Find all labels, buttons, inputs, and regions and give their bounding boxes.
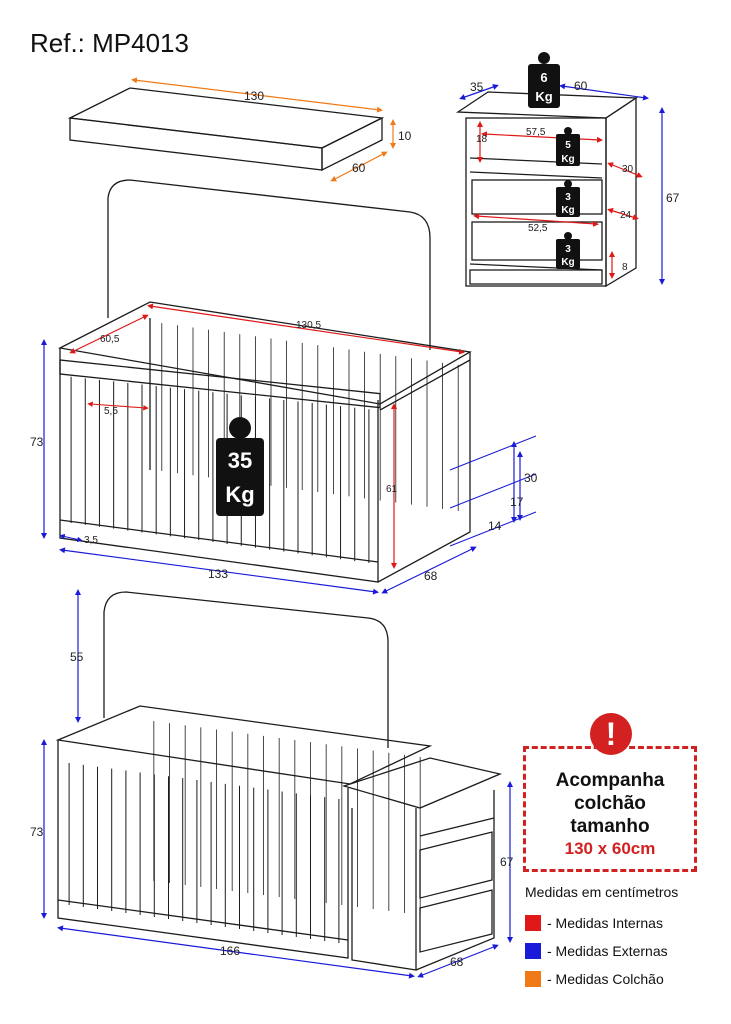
dresser-depth-label: 35 <box>470 80 484 94</box>
combo-height-label: 73 <box>30 825 44 839</box>
legend-label-mattress: - Medidas Colchão <box>547 971 664 987</box>
mattress-height-label: 10 <box>398 129 412 143</box>
crib-inner-height-label: 61 <box>386 484 398 495</box>
legend-swatch-external <box>525 943 541 959</box>
weight-tag-dresser-top: 6 Kg <box>528 52 560 108</box>
dresser-plinth-label: 8 <box>622 262 628 273</box>
crib-depth-label: 68 <box>424 569 438 583</box>
svg-text:3: 3 <box>565 244 571 255</box>
reference-code: Ref.: MP4013 <box>30 28 189 58</box>
dresser-width-label: 60 <box>574 79 588 93</box>
svg-text:Kg: Kg <box>535 89 552 104</box>
dresser-drawer1-height-label: 30 <box>622 164 634 175</box>
legend-item-external: - Medidas Externas <box>525 937 678 965</box>
crib-height-label: 73 <box>30 435 44 449</box>
dresser-niche-width-label: 57,5 <box>526 127 546 138</box>
svg-text:5: 5 <box>565 140 571 151</box>
dresser-drawer2-height-label: 24 <box>620 210 632 221</box>
combo-dresser-height-label: 67 <box>500 855 514 869</box>
svg-text:Kg: Kg <box>225 482 254 507</box>
svg-text:6: 6 <box>540 70 547 85</box>
notice-line-3: tamanho <box>570 816 650 837</box>
weight-tag-dresser-shelf: 5 Kg <box>556 127 580 166</box>
svg-text:Kg: Kg <box>561 257 574 268</box>
legend-item-internal: - Medidas Internas <box>525 909 678 937</box>
crib-level-17-label: 17 <box>510 495 524 509</box>
weight-tag-crib: 35 Kg <box>216 417 264 516</box>
weight-tag-dresser-drawer1: 3 Kg <box>556 180 580 217</box>
legend-item-mattress: - Medidas Colchão <box>525 965 678 993</box>
svg-text:35: 35 <box>228 448 252 473</box>
notice-line-1: Acompanha <box>555 770 665 791</box>
svg-text:Kg: Kg <box>561 205 574 216</box>
crib-back-bars <box>161 323 459 511</box>
legend-label-external: - Medidas Externas <box>547 943 668 959</box>
combo-headboard-label: 55 <box>70 650 84 664</box>
legend: Medidas em centímetros - Medidas Interna… <box>525 884 678 993</box>
dresser-drawing <box>455 91 639 288</box>
mattress-length-label: 130 <box>244 89 264 103</box>
svg-text:3: 3 <box>565 192 571 203</box>
dresser-drawer2-width-label: 52,5 <box>528 223 548 234</box>
legend-label-internal: - Medidas Internas <box>547 915 663 931</box>
crib-length-label: 133 <box>208 567 228 581</box>
mattress-included-notice: Acompanha colchão tamanho 130 x 60cm <box>523 746 697 872</box>
legend-title: Medidas em centímetros <box>525 884 679 900</box>
crib-inner-width-label: 60,5 <box>100 334 120 345</box>
notice-mattress-size: 130 x 60cm <box>564 839 656 858</box>
dresser-height-label: 67 <box>666 191 680 205</box>
combo-front-bars <box>68 762 340 943</box>
crib-level-30-label: 30 <box>524 471 538 485</box>
legend-swatch-mattress <box>525 971 541 987</box>
mattress-drawing <box>67 87 385 172</box>
combo-back-bars <box>153 721 421 915</box>
svg-text:Kg: Kg <box>561 154 574 165</box>
crib-bottom-gap-label: 3,5 <box>84 535 98 546</box>
crib-bar-gap-label: 5,5 <box>104 406 118 417</box>
combo-depth-label: 68 <box>450 955 464 969</box>
crib-inner-length-label: 130,5 <box>296 320 321 331</box>
mattress-width-label: 60 <box>352 161 366 175</box>
weight-tag-dresser-drawer2: 3 Kg <box>556 232 580 269</box>
notice-line-2: colchão <box>574 793 646 814</box>
combo-length-label: 166 <box>220 944 240 958</box>
dresser-niche-height-label: 18 <box>476 134 488 145</box>
legend-swatch-internal <box>525 915 541 931</box>
crib-drawing <box>57 179 472 583</box>
crib-level-14-label: 14 <box>488 519 502 533</box>
